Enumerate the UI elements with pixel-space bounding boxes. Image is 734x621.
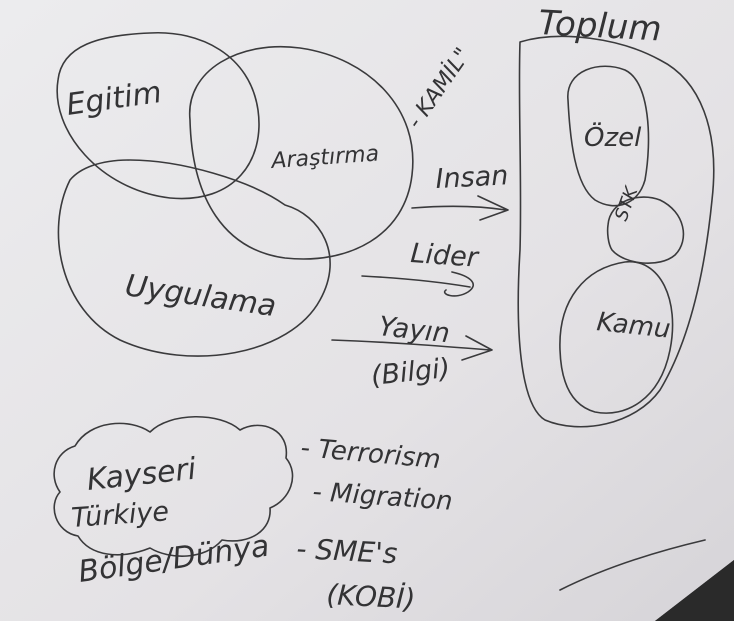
arrow-lider-icon (361, 271, 474, 297)
toplum-diagram: Toplum Özel STK Kamu (517, 3, 715, 428)
toplum-title: Toplum (538, 3, 663, 49)
background-corner (655, 560, 734, 621)
arrow-insan-icon (411, 195, 509, 221)
venn-diagram (56, 32, 414, 357)
flow-lider-label: Lider (410, 238, 481, 274)
topic-smes: - SME's (296, 532, 399, 570)
circle-uygulama (57, 159, 331, 357)
circle-arastirma (189, 46, 414, 260)
cloud-outline (53, 415, 294, 557)
toplum-outline (517, 35, 715, 428)
kamu-ellipse (559, 261, 674, 414)
ozel-ellipse (567, 65, 650, 207)
toplum-ozel-label: Özel (584, 121, 642, 153)
stk-ellipse (606, 196, 685, 265)
flow-insan-label: Insan (435, 160, 509, 195)
cloud-line-2: Türkiye (70, 496, 170, 534)
circle-egitim (56, 32, 260, 200)
topic-kobi: (KOBİ) (326, 578, 417, 616)
arrow-yayin-icon (331, 335, 493, 361)
flow-arrows: Insan Lider Yayın (Bilgi) (331, 160, 509, 392)
